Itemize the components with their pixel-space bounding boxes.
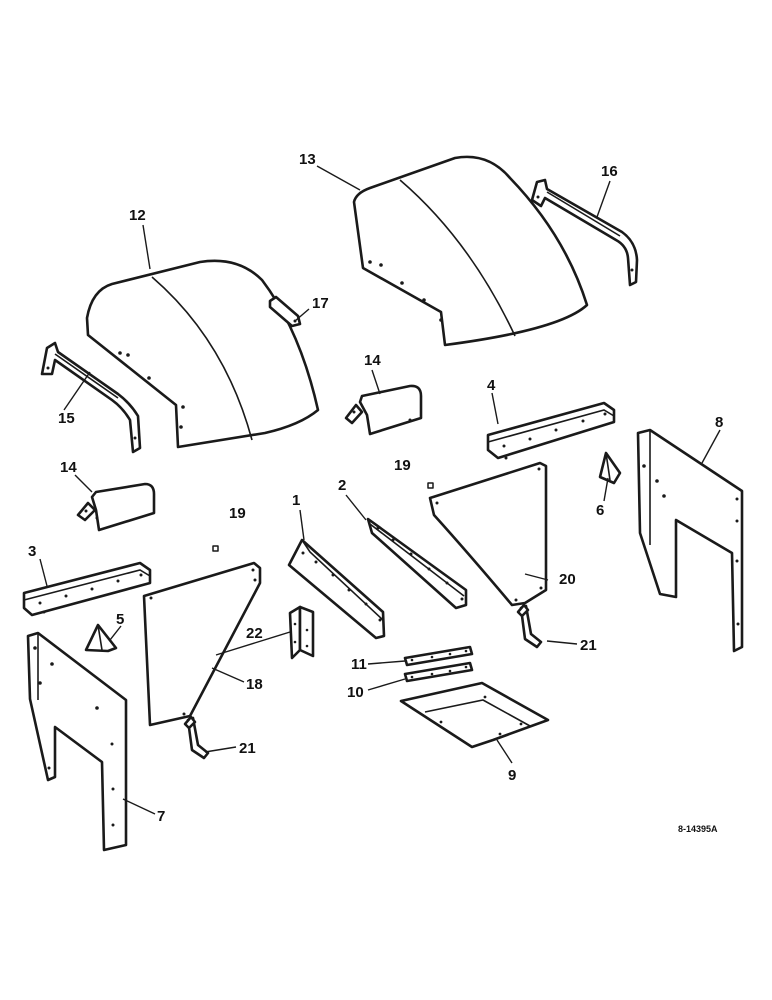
label-part-21-right: 21 xyxy=(580,637,597,654)
label-part-4: 4 xyxy=(487,377,496,394)
hood-panel-left xyxy=(85,259,320,449)
angle-bracket-5 xyxy=(84,623,118,653)
label-part-20: 20 xyxy=(559,571,576,588)
drawing-reference-code: 8-14395A xyxy=(678,824,718,834)
label-part-13: 13 xyxy=(299,151,316,168)
deflector-plate-left xyxy=(142,561,262,727)
part-labels: 12 13 16 17 14 15 4 8 14 19 6 19 1 2 3 2… xyxy=(28,151,723,825)
label-part-1: 1 xyxy=(292,492,300,509)
label-part-9: 9 xyxy=(508,767,516,784)
label-part-10: 10 xyxy=(347,684,364,701)
channel-bracket-22 xyxy=(288,605,315,660)
trough-1 xyxy=(287,538,386,640)
trough-2 xyxy=(366,517,468,610)
label-part-17: 17 xyxy=(312,295,329,312)
angle-bracket-6 xyxy=(598,451,622,485)
stud-bracket-21-right xyxy=(516,603,543,649)
cover-plate-lower xyxy=(76,482,156,532)
channel-left xyxy=(22,561,152,617)
side-panel-right xyxy=(636,428,744,653)
label-part-16: 16 xyxy=(601,163,618,180)
label-part-2: 2 xyxy=(338,477,346,494)
label-part-11: 11 xyxy=(351,656,367,673)
label-part-6: 6 xyxy=(596,502,604,519)
channel-right xyxy=(486,401,616,460)
hood-panel-right xyxy=(352,155,589,347)
hood-support-right xyxy=(530,178,639,287)
nut-19-right xyxy=(427,482,434,489)
label-part-19-left: 19 xyxy=(229,505,246,522)
label-part-7: 7 xyxy=(157,808,165,825)
leader-lines xyxy=(39,165,721,815)
label-part-8: 8 xyxy=(715,414,723,431)
label-part-18: 18 xyxy=(246,676,263,693)
label-part-5: 5 xyxy=(116,611,124,628)
strip-10 xyxy=(403,661,474,683)
label-part-14-upper: 14 xyxy=(364,352,381,369)
cover-plate-upper xyxy=(344,384,423,436)
strip-11 xyxy=(403,645,474,667)
label-part-15: 15 xyxy=(58,410,75,427)
side-panel-left xyxy=(26,631,128,852)
nut-19-left xyxy=(212,545,219,552)
label-part-22: 22 xyxy=(246,625,263,642)
stud-bracket-21-left xyxy=(183,715,210,760)
label-part-3: 3 xyxy=(28,543,36,560)
label-part-12: 12 xyxy=(129,207,146,224)
label-part-19-right: 19 xyxy=(394,457,411,474)
label-part-14-lower: 14 xyxy=(60,459,77,476)
floor-plate-9 xyxy=(399,681,550,749)
deflector-plate-right xyxy=(428,461,548,607)
label-part-21-left: 21 xyxy=(239,740,256,757)
